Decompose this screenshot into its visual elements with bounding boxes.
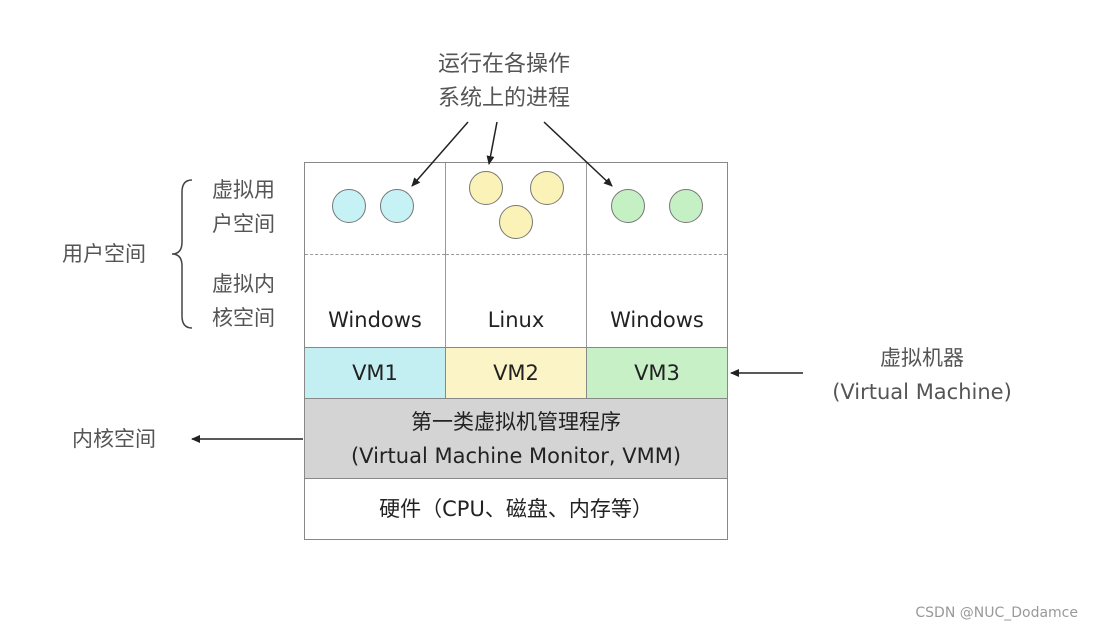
- process-circle: [669, 189, 703, 223]
- vm1-box: VM1: [305, 348, 446, 398]
- virtual-machine-line1: 虚拟机器: [880, 346, 964, 370]
- watermark: CSDN @NUC_Dodamce: [915, 605, 1078, 621]
- virtual-user-space-line1: 虚拟用: [212, 178, 275, 202]
- os-label: Windows: [328, 308, 422, 332]
- vm3-box: VM3: [587, 348, 727, 398]
- virtual-kernel-space-line2: 核空间: [212, 306, 275, 330]
- process-note: 运行在各操作 系统上的进程: [404, 48, 604, 116]
- process-circle: [499, 205, 533, 239]
- vmm-box: 第一类虚拟机管理程序 (Virtual Machine Monitor, VMM…: [305, 399, 727, 479]
- dashed-divider: [587, 254, 727, 255]
- process-circle: [380, 189, 414, 223]
- vm-row: VM1 VM2 VM3: [305, 347, 727, 399]
- vm1-column: Windows: [305, 163, 446, 347]
- vm2-box: VM2: [446, 348, 587, 398]
- virtual-machine-label: 虚拟机器 (Virtual Machine): [812, 341, 1032, 409]
- process-circle: [611, 189, 645, 223]
- dashed-divider: [305, 254, 445, 255]
- arrow-to-vm3-process: [543, 121, 613, 187]
- os-label: Windows: [610, 308, 704, 332]
- hardware-box: 硬件（CPU、磁盘、内存等）: [379, 497, 653, 521]
- dashed-divider: [446, 254, 586, 255]
- user-space-brace: [171, 179, 193, 329]
- kernel-space-label: 内核空间: [72, 427, 156, 451]
- os-label: Linux: [487, 308, 545, 332]
- vmm-line2: (Virtual Machine Monitor, VMM): [350, 444, 682, 468]
- vmm-line1: 第一类虚拟机管理程序: [411, 410, 621, 434]
- architecture-stack: Windows Linux Windows VM1 VM2 VM3 第一类虚拟机…: [304, 162, 728, 540]
- user-space-label: 用户空间: [62, 242, 146, 266]
- virtual-user-space-label: 虚拟用 户空间: [212, 173, 275, 241]
- arrow-to-vm1-process: [411, 121, 469, 187]
- virtual-kernel-space-label: 虚拟内 核空间: [212, 267, 275, 335]
- process-note-line2: 系统上的进程: [437, 86, 570, 111]
- process-circle: [530, 171, 564, 205]
- vm3-column: Windows: [587, 163, 727, 347]
- arrow-to-vm2-process: [486, 121, 498, 165]
- virtual-kernel-space-line1: 虚拟内: [212, 272, 275, 296]
- virtual-machine-line2: (Virtual Machine): [832, 380, 1012, 404]
- process-circle: [332, 189, 366, 223]
- process-circle: [469, 171, 503, 205]
- process-note-line1: 运行在各操作: [437, 52, 570, 77]
- vm2-column: Linux: [446, 163, 587, 347]
- virtual-user-space-line2: 户空间: [212, 212, 275, 236]
